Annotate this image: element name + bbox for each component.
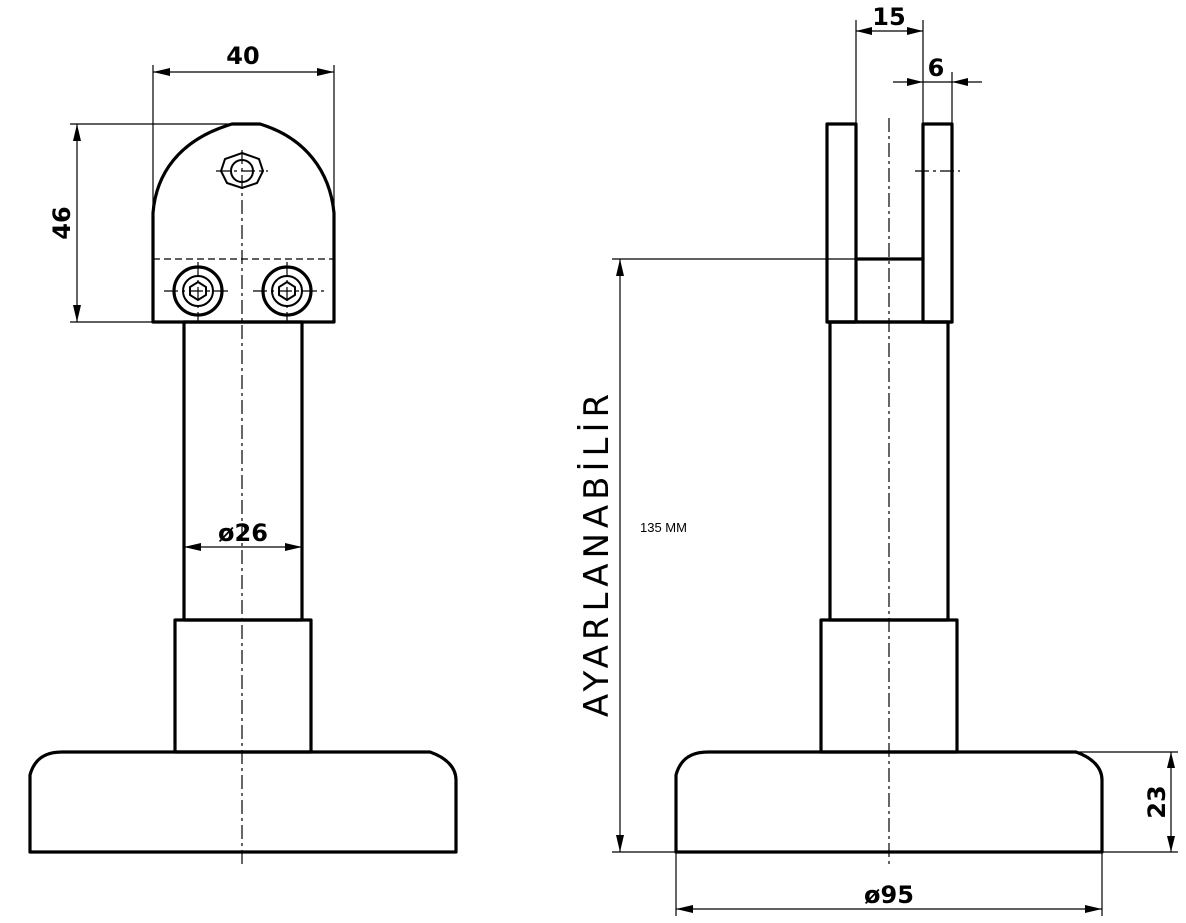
side-view: 15 6 23 ø95 bbox=[577, 3, 1178, 916]
dim-head-height-text: 46 bbox=[48, 206, 76, 239]
dim-base-height: 23 bbox=[1076, 751, 1178, 853]
dim-base-height-text: 23 bbox=[1143, 785, 1171, 818]
collar bbox=[173, 618, 313, 754]
dim-base-diameter-text: ø95 bbox=[864, 881, 914, 909]
tube bbox=[182, 320, 304, 622]
adjustable-label: AYARLANABİLİR bbox=[577, 389, 617, 717]
dim-top-width-text: 40 bbox=[226, 42, 259, 70]
right-bolt bbox=[253, 262, 325, 322]
length-note: 135 MM bbox=[640, 520, 687, 535]
dim-fork-width: 15 bbox=[855, 3, 924, 124]
dim-head-height: 46 bbox=[48, 123, 232, 323]
dim-top-width: 40 bbox=[152, 42, 335, 212]
dim-tube-diameter-text: ø26 bbox=[218, 519, 268, 547]
left-bolt bbox=[164, 262, 232, 322]
right-prong bbox=[921, 122, 954, 324]
base-foot bbox=[28, 750, 458, 854]
head-plate-outline bbox=[151, 122, 336, 324]
dim-plate-thickness: 6 bbox=[893, 54, 982, 124]
dim-plate-thickness-text: 6 bbox=[928, 54, 945, 82]
front-view: 40 46 ø26 bbox=[28, 42, 458, 865]
left-prong bbox=[825, 122, 858, 324]
dim-base-diameter: ø95 bbox=[675, 852, 1103, 916]
dim-adjustable-height bbox=[612, 258, 856, 853]
dim-tube-diameter: ø26 bbox=[184, 519, 302, 551]
dim-fork-width-text: 15 bbox=[872, 3, 905, 31]
